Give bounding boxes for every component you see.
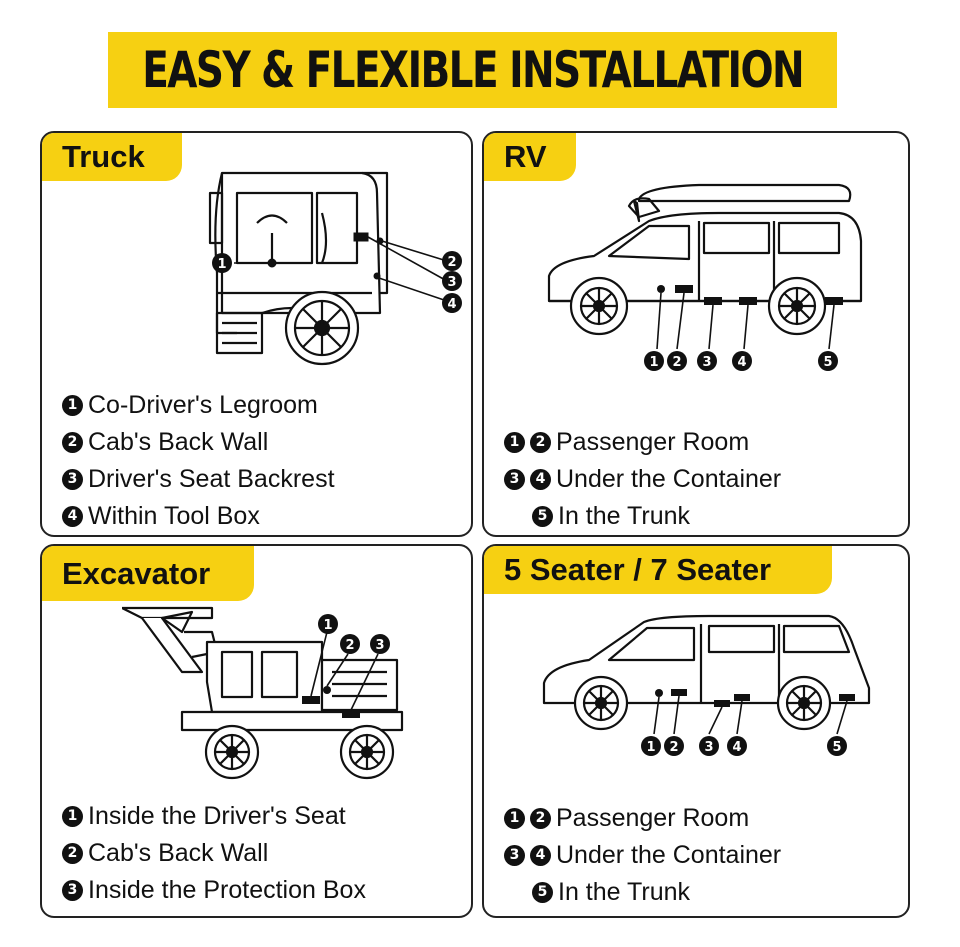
svg-text:1: 1 [217, 257, 226, 272]
legend-text: Inside the Driver's Seat [88, 802, 346, 830]
legend-text: In the Trunk [558, 502, 691, 530]
legend-text: Inside the Protection Box [88, 876, 366, 904]
number-badge: 4 [530, 469, 551, 490]
number-badge: 3 [504, 845, 525, 866]
svg-text:2: 2 [669, 740, 678, 755]
rv-markers: 1 2 3 4 5 [644, 351, 838, 371]
legend-text: Cab's Back Wall [88, 839, 269, 867]
number-badge: 1 [504, 808, 525, 829]
legend-text: Co-Driver's Legroom [88, 391, 318, 419]
panel-seater: 5 Seater / 7 Seater [482, 544, 910, 918]
panel-excavator: Excavator [40, 544, 473, 918]
number-badge: 2 [530, 808, 551, 829]
number-badge: 1 [504, 432, 525, 453]
number-badge: 3 [504, 469, 525, 490]
excavator-markers: 1 2 3 [318, 614, 390, 654]
number-badge: 4 [62, 506, 83, 527]
svg-text:5: 5 [823, 355, 832, 370]
panel-label-truck: Truck [42, 133, 182, 181]
truck-markers: 1 2 3 4 [212, 251, 462, 313]
svg-text:1: 1 [649, 355, 658, 370]
panel-truck: Truck [40, 131, 473, 537]
page-title: EASY & FLEXIBLE INSTALLATION [142, 41, 804, 99]
svg-text:1: 1 [646, 740, 655, 755]
number-badge: 5 [532, 506, 553, 527]
legend-text: In the Trunk [558, 878, 691, 906]
svg-text:3: 3 [704, 740, 713, 755]
number-badge: 3 [62, 469, 83, 490]
number-badge: 1 [62, 806, 83, 827]
svg-text:3: 3 [375, 638, 384, 653]
legend-text: Within Tool Box [88, 502, 260, 530]
svg-text:3: 3 [702, 355, 711, 370]
legend-text: Under the Container [556, 841, 782, 869]
svg-text:5: 5 [832, 740, 841, 755]
number-badge: 2 [530, 432, 551, 453]
svg-text:4: 4 [737, 355, 746, 370]
seater-markers: 1 2 3 4 5 [641, 736, 847, 756]
legend-text: Passenger Room [556, 428, 750, 456]
panel-rv: RV [482, 131, 910, 537]
number-badge: 3 [62, 880, 83, 901]
number-badge: 2 [62, 432, 83, 453]
svg-text:4: 4 [732, 740, 741, 755]
number-badge: 1 [62, 395, 83, 416]
number-badge: 5 [532, 882, 553, 903]
svg-text:2: 2 [672, 355, 681, 370]
svg-text:4: 4 [447, 297, 456, 312]
panel-label-seater: 5 Seater / 7 Seater [484, 546, 832, 594]
panel-label-excavator: Excavator [42, 546, 254, 601]
truck-illustration: 1 2 3 4 [208, 171, 462, 366]
number-badge: 2 [62, 843, 83, 864]
panel-label-rv: RV [484, 133, 576, 181]
legend-text: Driver's Seat Backrest [88, 465, 335, 493]
seater-illustration: 1 2 3 4 5 [542, 614, 871, 756]
svg-text:2: 2 [447, 255, 456, 270]
excavator-illustration: 1 2 3 [122, 606, 404, 780]
svg-text:3: 3 [447, 275, 456, 290]
svg-text:2: 2 [345, 638, 354, 653]
rv-illustration: 1 2 3 4 5 [547, 183, 863, 371]
number-badge: 4 [530, 845, 551, 866]
svg-text:1: 1 [323, 618, 332, 633]
legend-text: Cab's Back Wall [88, 428, 269, 456]
legend-text: Passenger Room [556, 804, 750, 832]
legend-text: Under the Container [556, 465, 782, 493]
title-banner: EASY & FLEXIBLE INSTALLATION [108, 32, 837, 108]
